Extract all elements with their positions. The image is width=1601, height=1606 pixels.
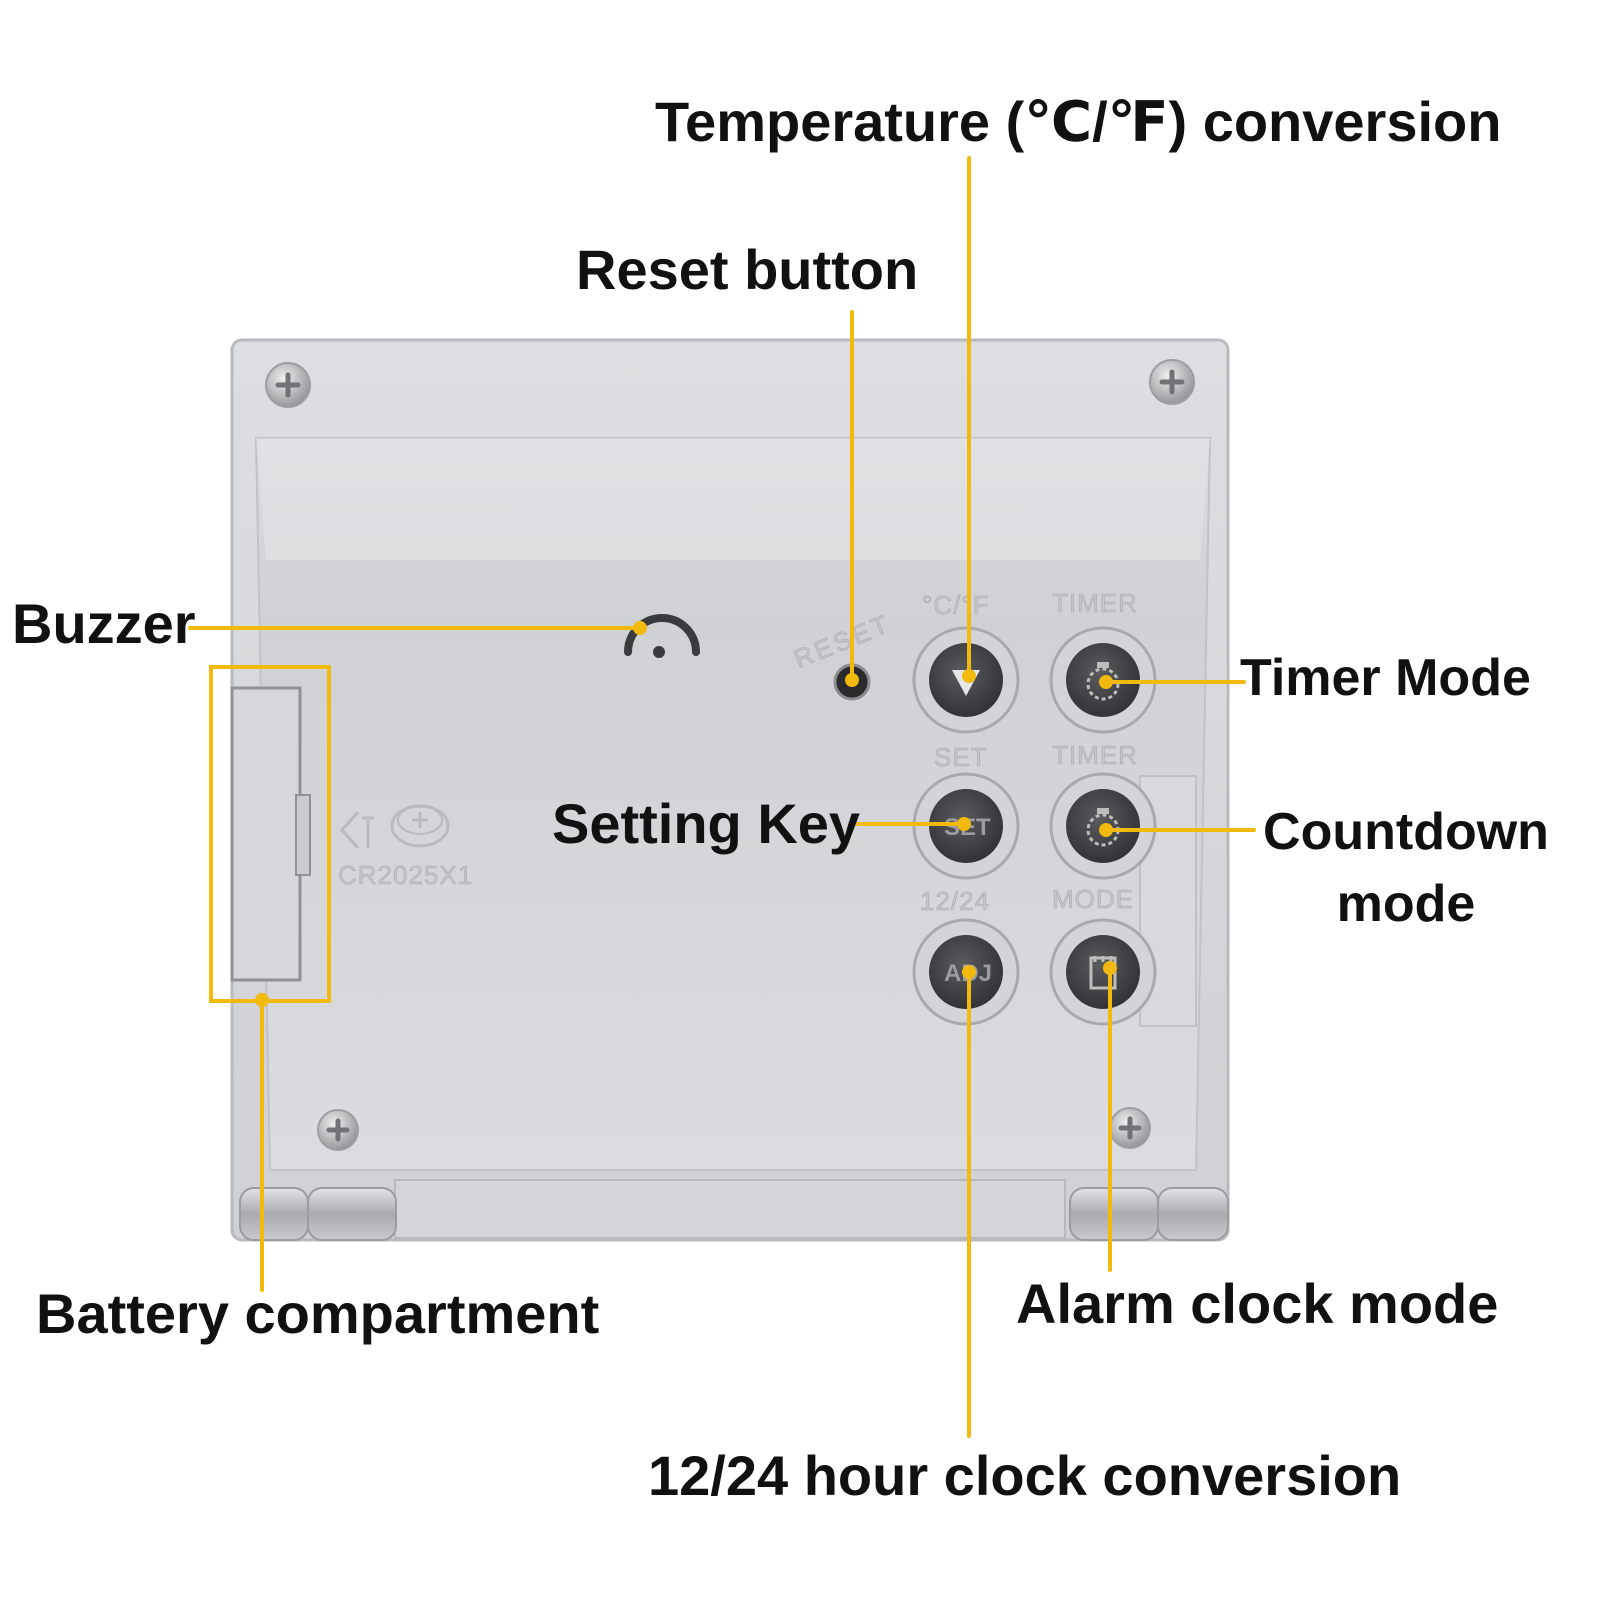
label-1224: 12/24 xyxy=(920,886,990,916)
callout-countdown: Countdown mode xyxy=(1263,803,1549,933)
hinge-left-inner xyxy=(307,1187,397,1241)
hinge-left-outer xyxy=(239,1187,309,1241)
battery-latch xyxy=(295,794,311,876)
speaker-arc-icon xyxy=(624,614,700,658)
dot-timer-mode xyxy=(1099,675,1113,689)
callout-reset: Reset button xyxy=(576,238,919,301)
dot-alarm xyxy=(1103,961,1117,975)
dot-battery xyxy=(255,993,269,1007)
battery-highlight-box xyxy=(209,665,331,1003)
callout-battery: Battery compartment xyxy=(36,1282,600,1345)
label-mode: MODE xyxy=(1052,884,1134,914)
face-shadow xyxy=(256,438,1210,560)
callout-lines xyxy=(188,156,1256,1438)
dot-buzzer xyxy=(633,621,647,635)
calendar-note-icon xyxy=(1089,956,1117,990)
callout-hour-conversion: 12/24 hour clock conversion xyxy=(648,1444,1402,1507)
hinge-right-outer xyxy=(1157,1187,1229,1241)
callout-buzzer: Buzzer xyxy=(12,592,196,655)
dot-temperature xyxy=(962,669,976,683)
screw-bottom-left xyxy=(317,1109,359,1151)
dot-reset xyxy=(845,673,859,687)
callout-dots xyxy=(255,621,1117,1007)
dot-hour xyxy=(962,965,976,979)
callout-alarm: Alarm clock mode xyxy=(1016,1272,1499,1335)
hinge-right-inner xyxy=(1069,1187,1159,1241)
screw-top-left xyxy=(265,362,311,408)
screw-top-right xyxy=(1149,359,1195,405)
callout-timer-mode: Timer Mode xyxy=(1240,649,1531,707)
dot-setting-key xyxy=(957,817,971,831)
label-timer-1: TIMER xyxy=(1052,588,1138,618)
label-temp: °C/°F xyxy=(922,590,990,620)
label-set: SET xyxy=(934,742,988,772)
battery-print: CR2025X1 xyxy=(338,860,473,890)
callout-temperature: Temperature (℃/℉) conversion xyxy=(655,90,1502,153)
label-timer-2: TIMER xyxy=(1052,740,1138,770)
mode-button[interactable] xyxy=(1049,918,1157,1026)
dot-countdown xyxy=(1099,823,1113,837)
battery-door xyxy=(230,686,302,982)
callout-setting-key: Setting Key xyxy=(552,792,861,855)
coin-cell-icon xyxy=(339,804,450,849)
hinge-bar xyxy=(394,1179,1066,1239)
screw-bottom-right xyxy=(1109,1107,1151,1149)
